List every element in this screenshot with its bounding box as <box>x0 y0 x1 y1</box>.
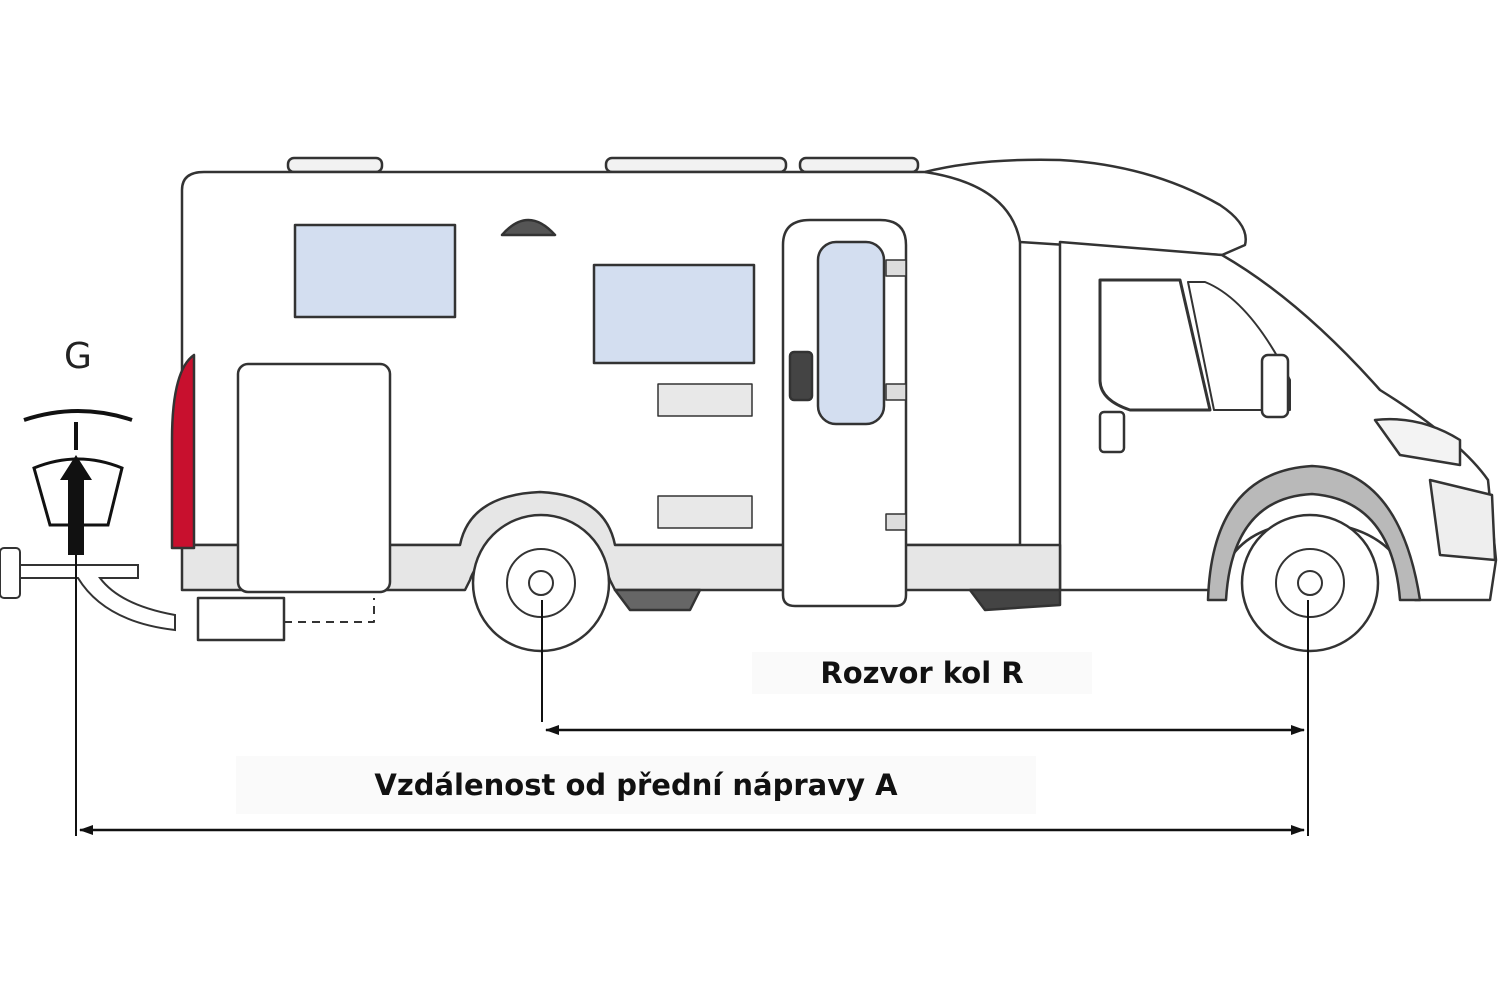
door-lock <box>788 350 814 402</box>
hitch-label-g: G <box>64 336 92 377</box>
wheelbase-label: Rozvor kol R <box>752 652 1092 694</box>
front-wheel <box>1240 513 1380 653</box>
step-dashed <box>284 598 375 623</box>
dimension-lines <box>75 555 1309 836</box>
cab-window <box>1098 278 1212 412</box>
hitch-key <box>0 547 21 599</box>
hitch-arc <box>23 409 133 422</box>
hub <box>1297 570 1323 596</box>
tow-hitch-icon <box>0 409 176 632</box>
front-wheel-arch <box>1206 464 1422 602</box>
hub <box>528 570 554 596</box>
storage-hatch <box>236 362 392 594</box>
door-hinge <box>885 259 907 277</box>
window-middle <box>592 263 756 365</box>
door-hinge <box>885 513 907 531</box>
hitch-bar <box>0 564 176 632</box>
door-hinge <box>885 383 907 401</box>
side-vent <box>657 383 753 417</box>
door-window <box>816 240 886 426</box>
underbody <box>968 588 1062 612</box>
mirror <box>1260 353 1290 419</box>
hitch-arrow <box>60 455 92 555</box>
roof-light <box>500 218 557 237</box>
side-vent <box>657 495 753 529</box>
motorhome <box>170 156 1498 642</box>
roof-vent <box>286 156 384 174</box>
roof-vent <box>798 156 920 174</box>
headlight <box>1373 417 1462 467</box>
rear-wheel <box>471 513 611 653</box>
front-axle-distance-label: Vzdálenost od přední nápravy A <box>236 756 1036 814</box>
grille <box>1428 478 1497 562</box>
taillight <box>170 353 196 550</box>
window-rear <box>293 223 457 319</box>
door-handle <box>1098 410 1126 454</box>
roof-vent <box>604 156 788 174</box>
underbody <box>613 588 702 612</box>
entry-step <box>196 596 286 642</box>
